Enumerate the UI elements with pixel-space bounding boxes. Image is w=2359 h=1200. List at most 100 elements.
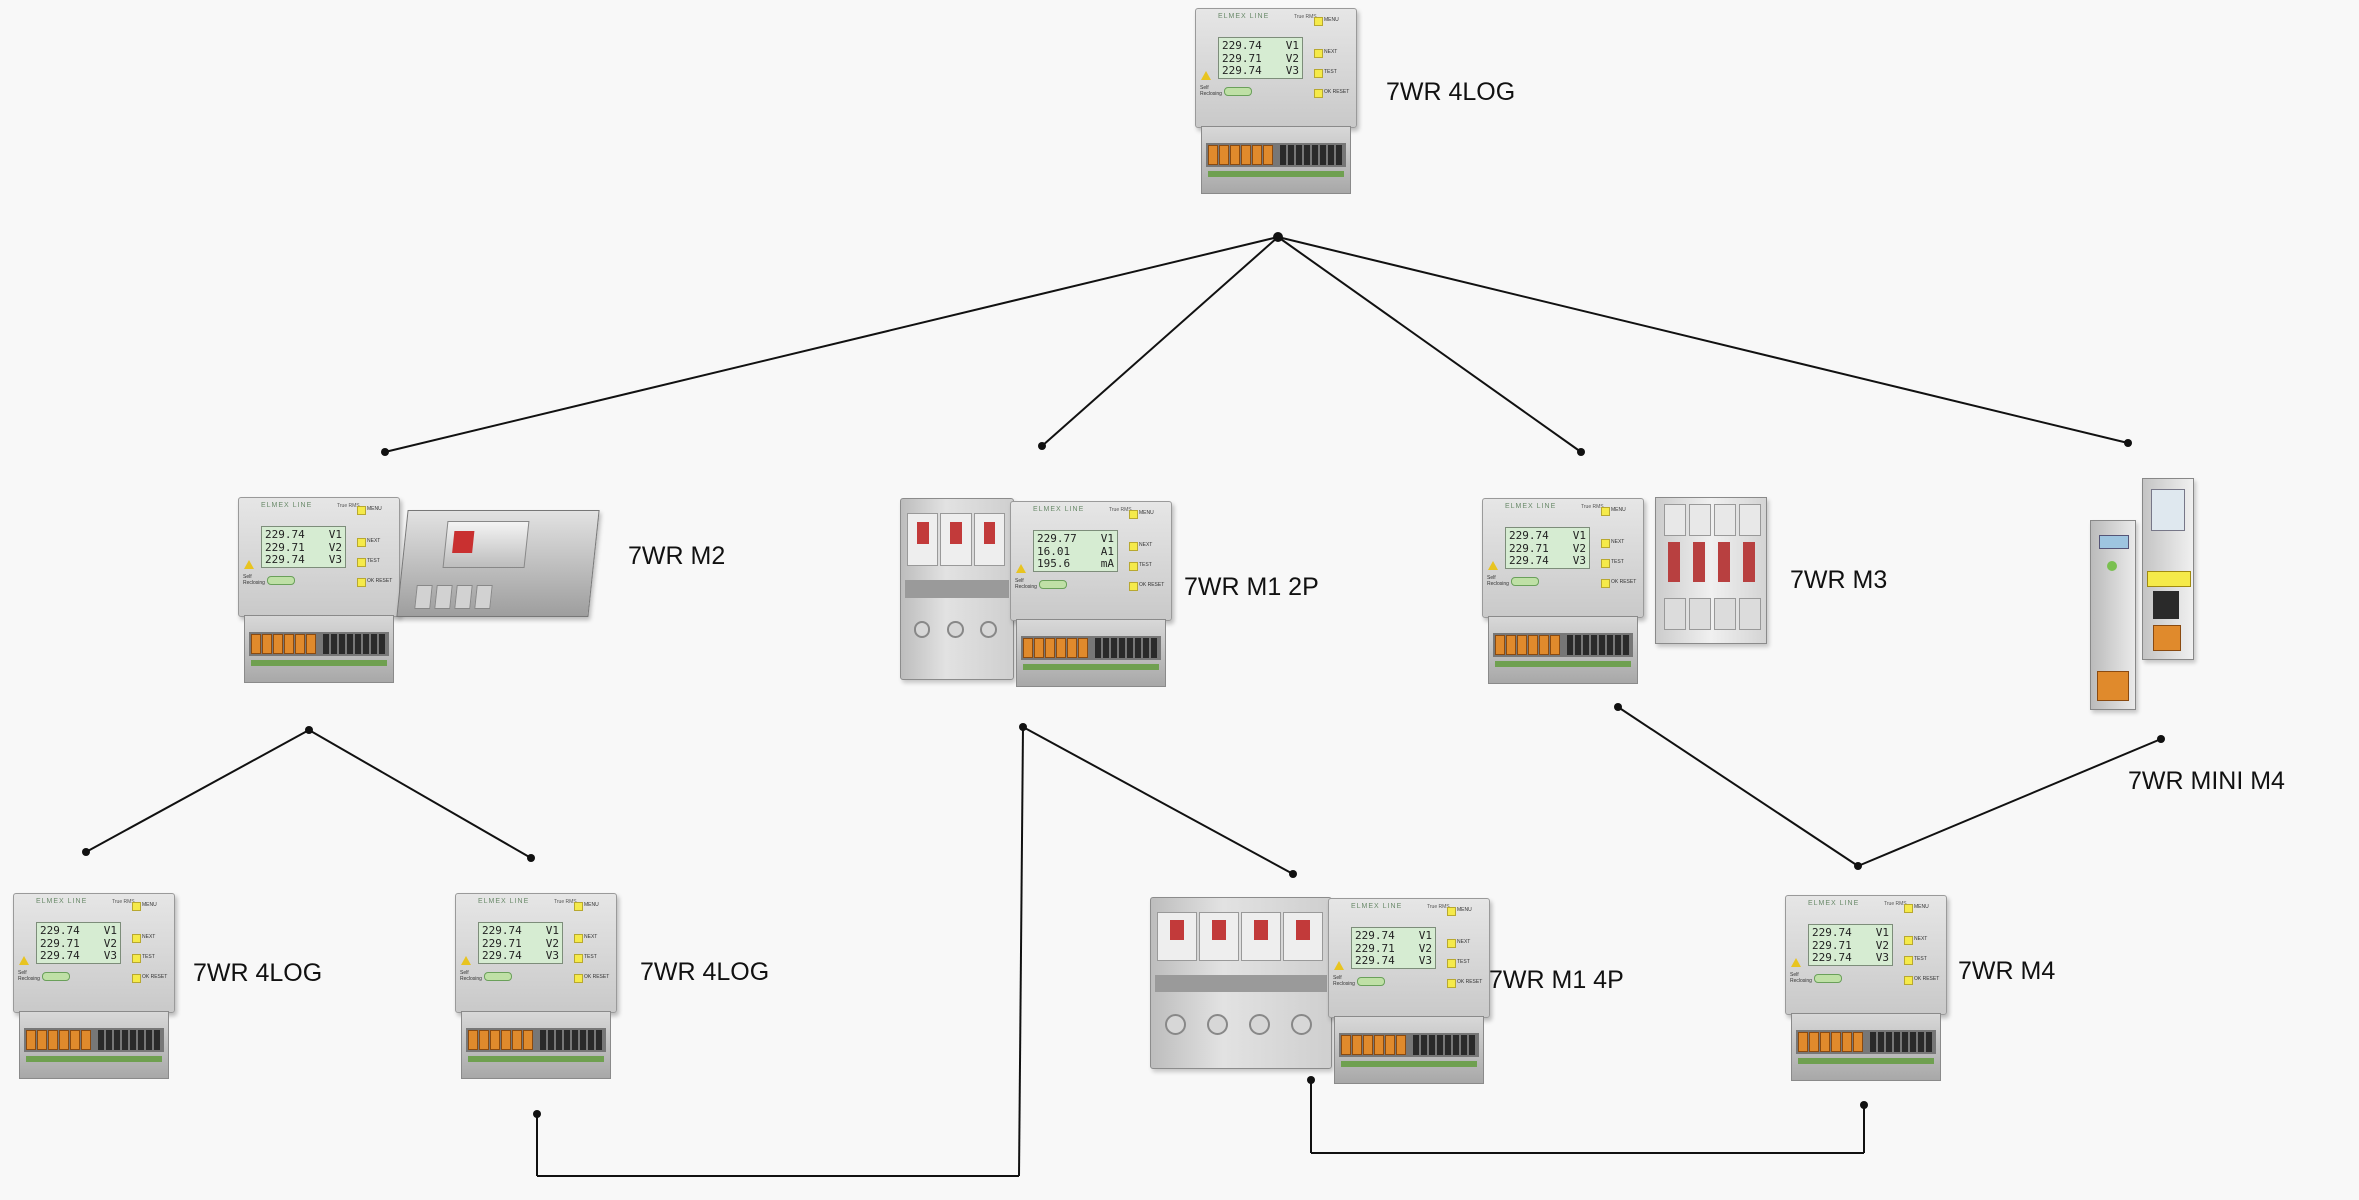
wire-segment [1277, 236, 1582, 453]
breaker-lever [1211, 920, 1227, 941]
button-label: NEXT [367, 538, 381, 544]
terminal-screw [295, 634, 305, 654]
brand-logo: ELMEX LINE [1505, 503, 1557, 510]
lcd-value: 229.74 [40, 924, 80, 937]
breaker-lever [1295, 920, 1311, 941]
status-led [574, 954, 583, 963]
contactor-lever [1718, 542, 1730, 582]
pcb-strip [26, 1056, 162, 1062]
button-label: TEST [367, 558, 380, 564]
connector-pin [1304, 145, 1310, 165]
lcd-value: 229.74 [40, 949, 80, 962]
terminal-screw [512, 1030, 522, 1050]
terminal-screw [1506, 635, 1516, 655]
connector-pin [1886, 1032, 1892, 1052]
terminal-screw [1539, 635, 1549, 655]
button-label: NEXT [584, 934, 598, 940]
connector-pin [556, 1030, 562, 1050]
breaker-body [900, 498, 1014, 680]
connector-pin [564, 1030, 570, 1050]
status-led [1314, 49, 1323, 58]
label-top-4log: 7WR 4LOG [1386, 78, 1516, 106]
connector-pin [1336, 145, 1342, 165]
wire-segment [1617, 706, 1859, 867]
connector-pin [1127, 638, 1133, 658]
lcd-value: 229.71 [1812, 938, 1852, 952]
terminal-screw [1219, 145, 1229, 165]
reclosing-indicator [484, 972, 512, 981]
status-led [1447, 939, 1456, 948]
wire-segment [1041, 236, 1279, 447]
status-led [1601, 539, 1610, 548]
contactor-pole [1664, 504, 1686, 536]
contactor-terminal [1664, 598, 1686, 630]
connector-pin [146, 1030, 152, 1050]
wire-node [1038, 442, 1046, 450]
warning-icon [1201, 71, 1211, 80]
button-label: OK RESET [584, 974, 610, 980]
terminal-screw [1165, 1013, 1187, 1035]
terminal-screw [1517, 635, 1527, 655]
lcd-unit: V1 [328, 528, 342, 541]
lcd-unit: V1 [545, 924, 559, 937]
terminal-screw [1363, 1035, 1373, 1055]
wire-node [381, 448, 389, 456]
lcd-unit: V2 [1285, 51, 1299, 65]
connector-pin [339, 634, 345, 654]
terminal-screw [479, 1030, 489, 1050]
model-text: True RMS [1884, 901, 1907, 907]
terminal-screw [913, 621, 931, 639]
connector-pin [1902, 1032, 1908, 1052]
brand-logo: ELMEX LINE [1218, 13, 1270, 20]
contactor-lever [1668, 542, 1680, 582]
terminal-screw [1045, 638, 1055, 658]
status-led [132, 902, 141, 911]
lcd-unit: V2 [328, 540, 342, 554]
terminal-screw [1230, 145, 1240, 165]
device-7wr-mini-m4 [2090, 478, 2200, 718]
breaker-4p [1150, 897, 1332, 1069]
wire-segment [308, 729, 532, 859]
connector-pin [1623, 635, 1629, 655]
button-label: TEST [142, 954, 155, 960]
button-label: NEXT [1611, 539, 1625, 545]
lcd-value: 229.71 [1222, 51, 1262, 65]
connector-pin [1591, 635, 1597, 655]
terminal-screw [1820, 1032, 1830, 1052]
self-reclosing-label: Self Reclosing [1015, 578, 1037, 590]
terminal-screw [1528, 635, 1538, 655]
wire-node [1307, 1076, 1315, 1084]
connector-pin [1320, 145, 1326, 165]
lcd-unit: V3 [545, 949, 559, 962]
meter-base [1334, 1016, 1484, 1084]
terminal-screw [1208, 145, 1218, 165]
lcd-unit: V1 [103, 924, 117, 937]
button-label: MENU [1139, 510, 1154, 516]
mini-led [2107, 561, 2117, 571]
contactor-terminal [1739, 598, 1761, 630]
terminal-screw [980, 621, 997, 639]
meter-base [19, 1011, 169, 1079]
button-label: NEXT [1139, 542, 1153, 548]
lcd-unit: V3 [1572, 554, 1586, 567]
connector-pin [1575, 635, 1581, 655]
self-reclosing-label: Self Reclosing [460, 970, 482, 982]
pcb-strip [1341, 1061, 1477, 1067]
lcd-value: 229.77 [1037, 532, 1077, 545]
status-led [1314, 69, 1323, 78]
terminal-screw [947, 621, 964, 639]
model-text: True RMS [1109, 507, 1132, 513]
button-label: OK RESET [1457, 979, 1483, 985]
pcb-strip [468, 1056, 604, 1062]
wire-node [1854, 862, 1862, 870]
terminal-screw [490, 1030, 500, 1050]
self-reclosing-label: Self Reclosing [1333, 975, 1355, 987]
